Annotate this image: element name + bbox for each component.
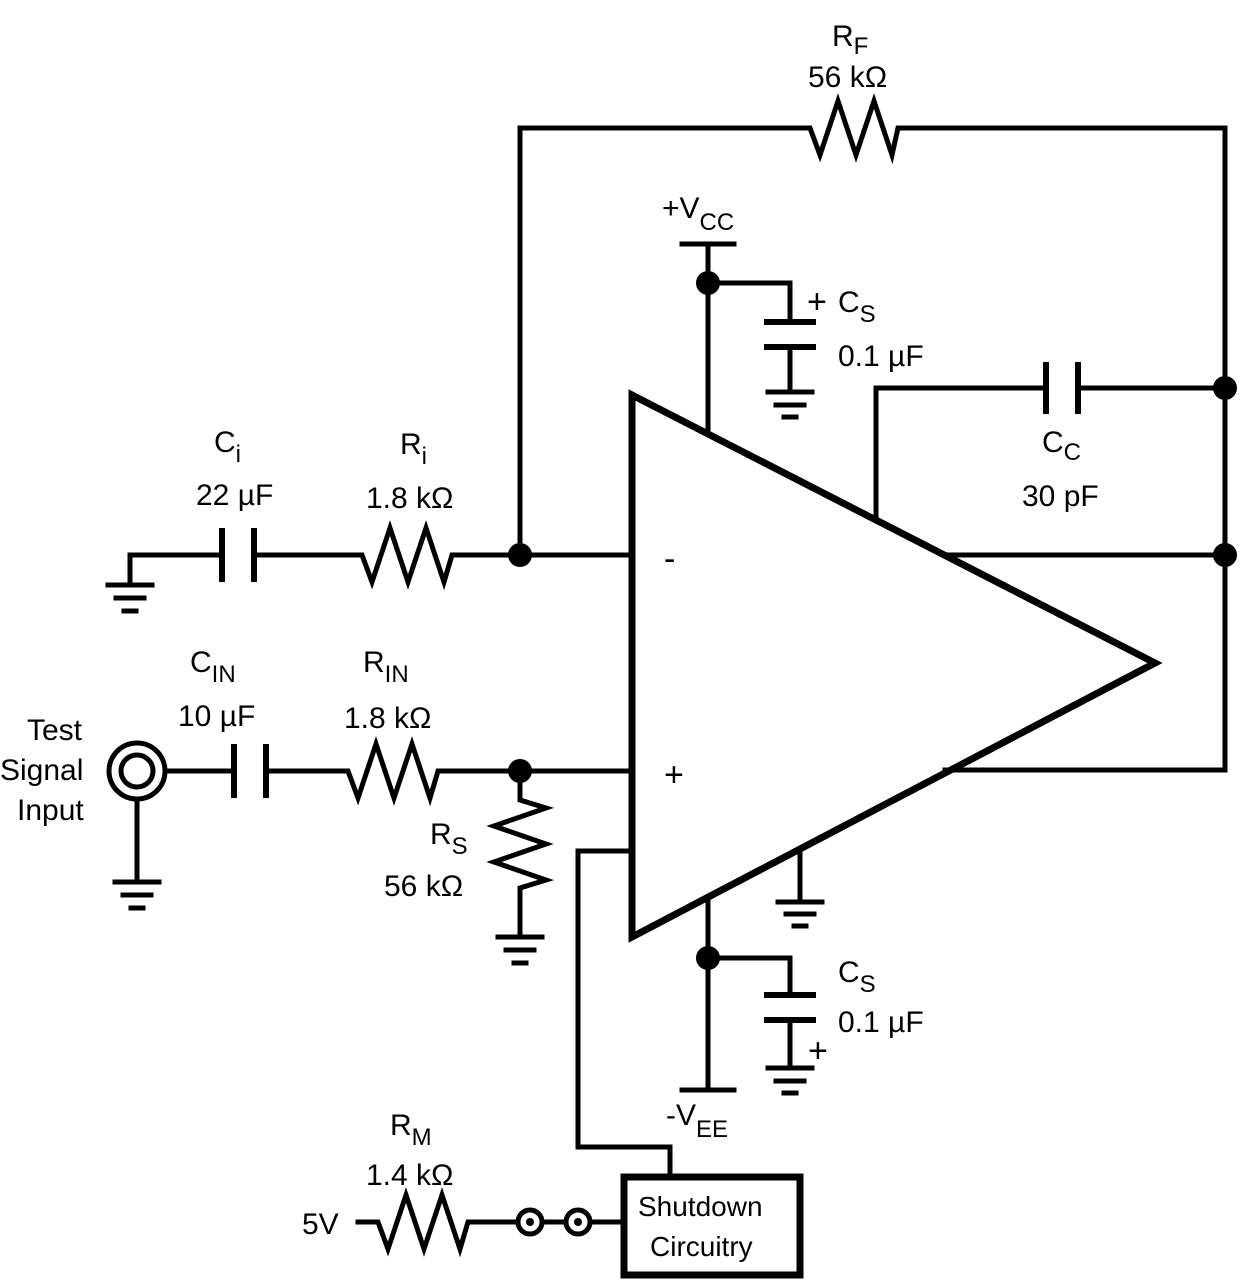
opamp-triangle [628,389,1163,943]
shutdown-circuitry-box [620,1173,804,1279]
rf-value: 56 kΩ [808,61,887,94]
test-input-line2: Signal [0,754,83,787]
vee-junction-dot [696,946,720,970]
cc-designator: CC [1042,426,1081,466]
cs-bottom-designator: CS [838,956,876,998]
cc-value: 30 pF [1022,480,1099,513]
test-input-line3: Input [17,794,84,827]
rs-designator: RS [430,818,468,860]
rm-value: 1.4 kΩ [366,1159,453,1192]
five-volt-label: 5V [302,1208,339,1241]
test-signal-input-connector [106,740,168,911]
opamp-inverting-sign: - [664,540,675,578]
opamp-ground [775,847,825,929]
cs-bottom-value: 0.1 µF [838,1006,924,1039]
shutdown-control-network [355,1187,627,1258]
cs-bottom-polarity-plus: + [808,1032,828,1070]
cin-designator: CIN [190,646,236,688]
noninverting-input-network [163,736,635,966]
cs-top-value: 0.1 µF [838,340,924,373]
cin-value: 10 µF [178,700,255,733]
rin-designator: RIN [363,646,409,688]
inverting-junction-dot [508,543,532,567]
rf-designator: RF [832,20,868,60]
cs-top-polarity-plus: + [807,283,827,321]
ci-designator: Ci [214,426,241,468]
output-junction-dot [1213,543,1237,567]
ci-value: 22 µF [196,479,273,512]
ri-designator: Ri [400,428,427,470]
test-input-line1: Test [27,714,83,747]
noninverting-junction-dot [508,759,532,783]
vcc-supply [679,241,816,433]
rm-designator: RM [390,1109,432,1151]
opamp-noninverting-sign: + [664,756,684,794]
cs-top-designator: CS [838,286,876,328]
compensation-capacitor-cc [873,362,1228,523]
shutdown-line2: Circuitry [650,1231,753,1262]
vcc-label: +VCC [662,192,734,236]
rin-value: 1.8 kΩ [344,702,431,735]
vee-label: -VEE [666,1099,728,1143]
shutdown-line1: Shutdown [638,1191,763,1222]
shutdown-wiring [575,848,673,1178]
vee-supply [679,897,816,1096]
feedback-resistor-rf [517,93,1228,773]
vcc-junction-dot [696,271,720,295]
ri-value: 1.8 kΩ [366,482,453,515]
rs-value: 56 kΩ [384,870,463,903]
inverting-input-network [105,520,635,614]
